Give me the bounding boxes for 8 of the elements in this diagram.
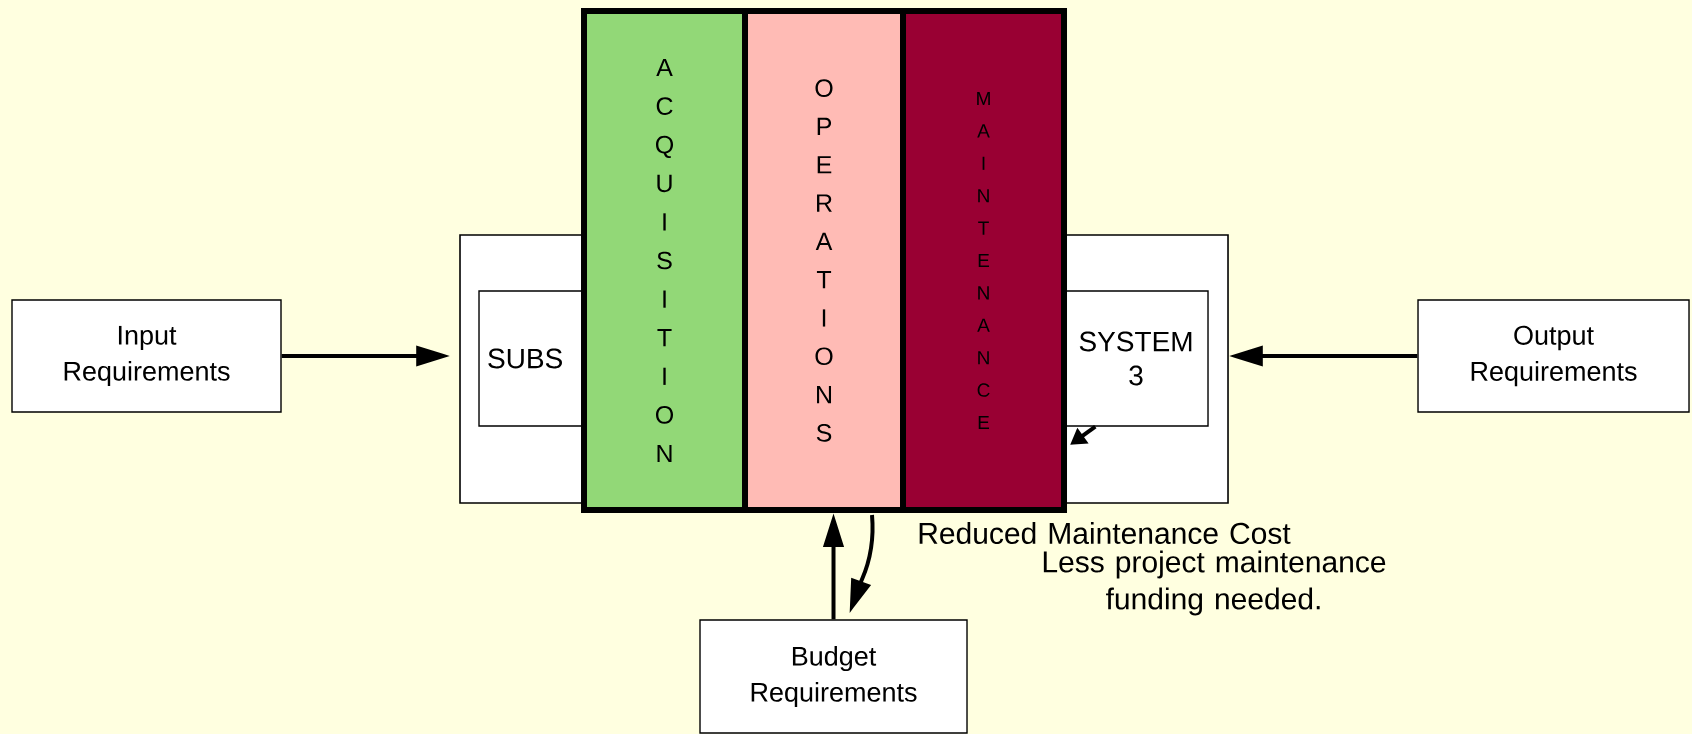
requirements-box: Output Requirements xyxy=(1417,299,1690,413)
subsystem-box: SYSTEM 3 xyxy=(1063,290,1209,427)
annotation-text: Reduced Maintenance Cost xyxy=(919,522,1291,544)
annotation-text: Less project maintenance funding needed. xyxy=(1043,550,1386,616)
phase-band: A C Q U I S I T I O N xyxy=(581,8,748,513)
requirements-box: Input Requirements xyxy=(11,299,282,413)
subsystem-box: SUBS xyxy=(478,290,585,427)
requirements-box: Budget Requirements xyxy=(699,619,968,734)
